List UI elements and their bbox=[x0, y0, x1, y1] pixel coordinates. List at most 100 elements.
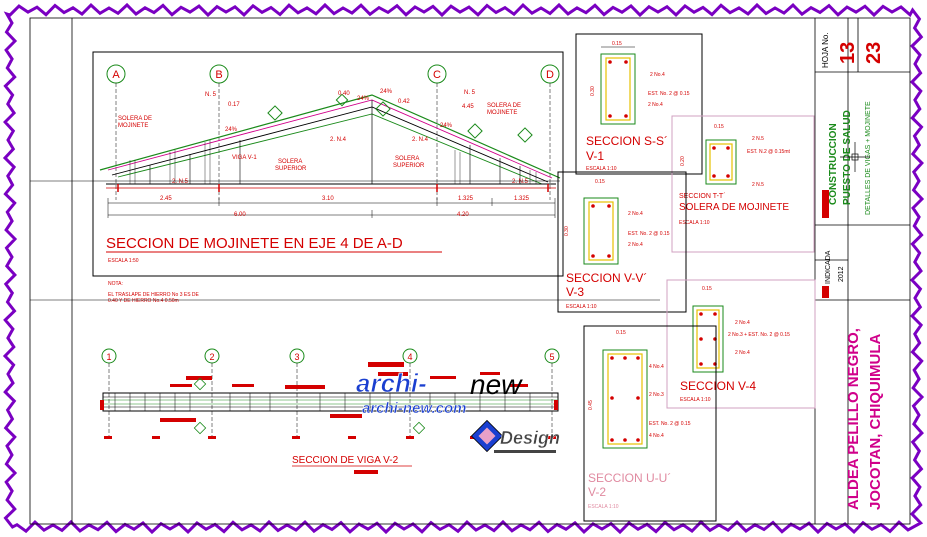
dim-bottom-2: 3.10 bbox=[322, 196, 334, 202]
crosshair-cursor bbox=[840, 142, 870, 172]
t-t-height: 0.20 bbox=[680, 156, 686, 166]
mojinete-callouts: SOLERA DE MOJINETE SOLERA DE MOJINETE VI… bbox=[118, 89, 529, 185]
callout-solera-sup-l2: SUPERIOR bbox=[275, 166, 307, 172]
v4-stirrup: 2 No.3 + EST. No. 2 @ 0.15 bbox=[728, 332, 790, 338]
u-u-width: 0.15 bbox=[616, 330, 626, 336]
sheet-number: 13 bbox=[837, 42, 859, 64]
t-t-width: 0.15 bbox=[714, 124, 724, 130]
v-v-title-2: V-3 bbox=[566, 285, 584, 299]
sheet-frame bbox=[29, 17, 911, 525]
v-v-bar-bottom: 2 No.4 bbox=[628, 242, 643, 248]
u-u-bar-bottom: 4 No.4 bbox=[649, 433, 664, 439]
section-t-t-frame bbox=[671, 115, 815, 253]
design-logo: Design bbox=[470, 419, 560, 453]
axis-c: C bbox=[433, 69, 441, 81]
mojinete-frame bbox=[92, 51, 564, 277]
viga-v2-section: 1 2 3 4 5 bbox=[100, 348, 560, 474]
section-s-s-frame bbox=[575, 33, 703, 175]
callout-2n4-right: 2. N.4 bbox=[412, 137, 429, 143]
v4-title-1: SECCION V-4 bbox=[680, 379, 756, 393]
axis-1: 1 bbox=[106, 352, 111, 362]
watermark-url: archi-new.com bbox=[362, 400, 466, 417]
v4-width: 0.15 bbox=[702, 286, 712, 292]
t-t-bar-bottom: 2 N.5 bbox=[752, 182, 764, 188]
u-u-scale: ESCALA 1:10 bbox=[588, 504, 619, 510]
title-block: HOJA No. 13 23 CONSTRUCCION PUESTO DE SA… bbox=[821, 32, 885, 510]
note-label: NOTA: bbox=[108, 281, 123, 287]
t-t-bar-top: 2 N.5 bbox=[752, 136, 764, 142]
section-v-v: 0.15 0.30 2 No.4 EST. No. 2 @ 0.15 2 No.… bbox=[557, 171, 687, 313]
dim-bottom-1: 2.45 bbox=[160, 196, 172, 202]
dim-017: 0.17 bbox=[228, 102, 240, 108]
axis-b: B bbox=[215, 69, 222, 81]
callout-n5-l: N. 5 bbox=[205, 92, 217, 98]
section-u-u-frame bbox=[583, 325, 717, 522]
s-s-bar-bottom: 2 No.4 bbox=[648, 102, 663, 108]
callout-solera-sup-l: SOLERA bbox=[278, 159, 302, 165]
s-s-scale: ESCALA 1:10 bbox=[586, 166, 617, 172]
callout-n5-r: N. 5 bbox=[464, 90, 476, 96]
scale-value: INDICADA bbox=[825, 250, 832, 284]
slope-label-4: 24% bbox=[440, 123, 453, 129]
s-s-stirrup: EST. No. 2 @ 0.15 bbox=[648, 91, 690, 97]
v4-bar-top: 2 No.4 bbox=[735, 320, 750, 326]
dim-total-2: 4.20 bbox=[457, 212, 469, 218]
roof-truss bbox=[99, 93, 561, 192]
u-u-bar-mid: 2 No.3 bbox=[649, 392, 664, 398]
u-u-bar-top: 4 No.4 bbox=[649, 364, 664, 370]
archi-new-watermark: archi- new archi-new.com Design bbox=[356, 368, 560, 453]
callout-solera-mojinete-r2: MOJINETE bbox=[487, 110, 517, 116]
u-u-stirrup: EST. No. 2 @ 0.15 bbox=[649, 421, 691, 427]
section-s-s: 0.15 0.30 2 No.4 EST. No. 2 @ 0.15 2 No.… bbox=[575, 33, 703, 175]
callout-solera-mojinete-l2: MOJINETE bbox=[118, 123, 148, 129]
location-line-1: ALDEA PELILLO NEGRO, bbox=[845, 328, 862, 510]
dim-445: 4.45 bbox=[462, 104, 474, 110]
v4-bar-bottom: 2 No.4 bbox=[735, 350, 750, 356]
s-s-width: 0.15 bbox=[612, 41, 622, 47]
callout-2n4-mid: 2. N.4 bbox=[330, 137, 347, 143]
watermark-logo-new: new bbox=[470, 369, 523, 400]
t-t-stirrup: EST. N.2 @ 0.15mt bbox=[747, 149, 790, 155]
u-u-title-1: SECCION U-U´ bbox=[588, 471, 671, 485]
u-u-title-2: V-2 bbox=[588, 485, 606, 499]
axis-5: 5 bbox=[549, 352, 554, 362]
axis-bubbles-viga: 1 2 3 4 5 bbox=[101, 348, 560, 364]
section-t-t: 0.15 0.20 2 N.5 EST. N.2 @ 0.15mt 2 N.5 … bbox=[671, 115, 815, 253]
t-t-scale: ESCALA 1:10 bbox=[679, 220, 710, 226]
project-name: PUESTO DE SALUD bbox=[842, 110, 853, 205]
v-v-bar-top: 2 No.4 bbox=[628, 211, 643, 217]
sheet-label: HOJA No. bbox=[821, 32, 830, 68]
title-block-red-bar bbox=[822, 190, 829, 218]
s-s-title-1: SECCION S-S´ bbox=[586, 134, 668, 148]
t-t-title-1: SECCION T-T´ bbox=[679, 193, 726, 200]
slope-label-3: 24% bbox=[380, 89, 393, 95]
callout-solera-mojinete-r: SOLERA DE bbox=[487, 103, 521, 109]
s-s-height: 0.30 bbox=[590, 86, 596, 96]
sheet-total: 23 bbox=[863, 42, 885, 64]
note-line-2: 0.40 Y DE HIERRO No.4 0.50m bbox=[108, 298, 179, 304]
dim-040: 0.40 bbox=[338, 91, 350, 97]
t-t-title-2: SOLERA DE MOJINETE bbox=[679, 202, 789, 213]
callout-2n5-right: 2. N.5 bbox=[512, 179, 529, 185]
dim-total-1: 6.00 bbox=[234, 212, 246, 218]
slope-label-2: 24% bbox=[357, 96, 370, 102]
axis-a: A bbox=[112, 69, 120, 81]
s-s-bar-top: 2 No.4 bbox=[650, 72, 665, 78]
year-value: 2012 bbox=[838, 266, 845, 282]
v-v-width: 0.15 bbox=[595, 179, 605, 185]
dim-bottom-3: 1.325 bbox=[458, 196, 474, 202]
axis-4: 4 bbox=[407, 352, 412, 362]
callout-solera-mojinete-l: SOLERA DE bbox=[118, 116, 152, 122]
mojinete-scale: ESCALA 1:50 bbox=[108, 258, 139, 264]
section-u-u: 0.15 0.45 4 No.4 2 No.3 EST. No. 2 @ 0.1… bbox=[583, 325, 717, 522]
v-v-title-1: SECCION V-V´ bbox=[566, 271, 647, 285]
watermark-logo-archi: archi- bbox=[356, 368, 427, 398]
reference-lines bbox=[30, 180, 660, 301]
section-v4: 0.15 2 No.4 2 No.3 + EST. No. 2 @ 0.15 2… bbox=[666, 279, 816, 409]
dim-bottom-4: 1.325 bbox=[514, 196, 530, 202]
note-line-1: EL TRASLAPE DE HIERRO No 3 ES DE bbox=[108, 292, 200, 298]
project-type: CONSTRUCCION bbox=[828, 123, 839, 205]
